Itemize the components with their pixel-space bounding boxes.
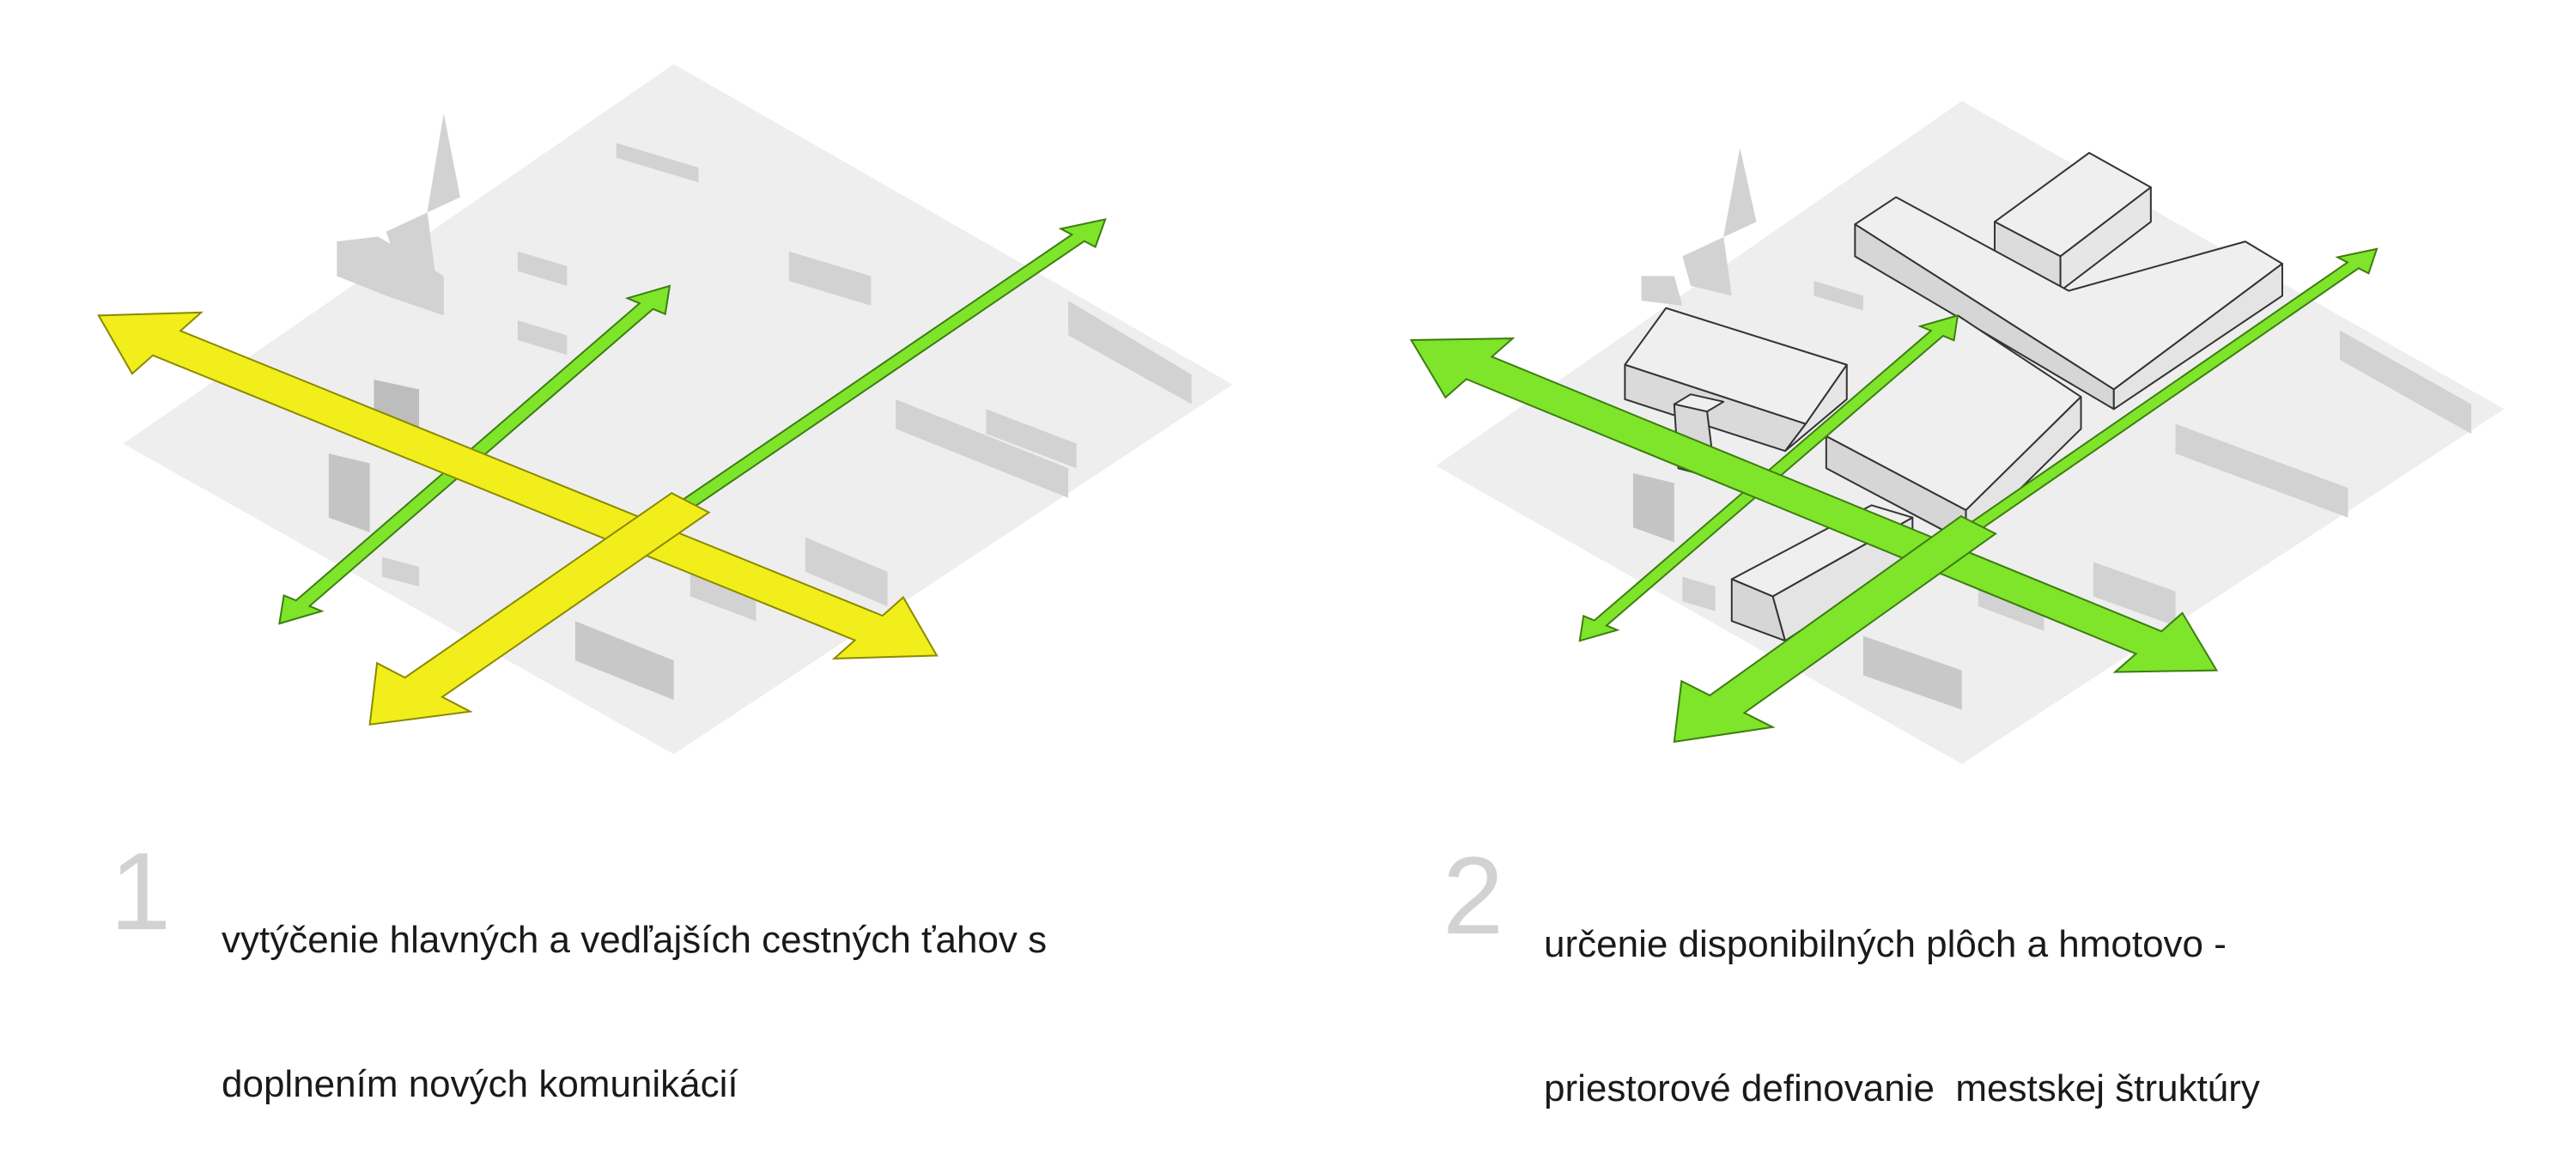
volume-upper-square <box>1995 153 2151 291</box>
caption-2-line-1: určenie disponibilných plôch a hmotovo - <box>1544 923 2227 965</box>
stage: 1 vytýčenie hlavných a vedľajších cestný… <box>0 64 2505 1109</box>
volume-l-block <box>1855 198 2282 410</box>
caption-1-line-1: vytýčenie hlavných a vedľajších cestných… <box>222 919 1048 961</box>
caption-2: určenie disponibilných plôch a hmotovo -… <box>1544 824 2260 1161</box>
caption-2-line-2: priestorové definovanie mestskej štruktú… <box>1544 1067 2260 1109</box>
primary-road-arrow <box>1412 338 2217 672</box>
primary-road-arrow <box>370 493 709 725</box>
step-number-1: 1 <box>110 830 172 953</box>
step-number-2: 2 <box>1443 835 1504 957</box>
caption-1: vytýčenie hlavných a vedľajších cestných… <box>222 820 1047 1157</box>
road-arrows <box>99 219 1105 724</box>
secondary-road-arrow <box>676 219 1105 511</box>
context-buildings <box>328 113 1192 701</box>
panel-1-diagram <box>99 64 1233 755</box>
caption-1-line-2: doplnením nových komunikácií <box>222 1063 738 1105</box>
new-building-volumes <box>1625 153 2282 641</box>
context-buildings <box>1632 148 2472 710</box>
secondary-road-arrow <box>1965 249 2377 533</box>
diagram-canvas <box>0 64 2505 764</box>
volume-left <box>1625 308 1846 451</box>
primary-road-arrow <box>1674 516 1996 742</box>
road-arrows <box>1412 249 2377 742</box>
primary-road-arrow <box>99 313 937 659</box>
panel-2-diagram <box>1412 100 2505 764</box>
